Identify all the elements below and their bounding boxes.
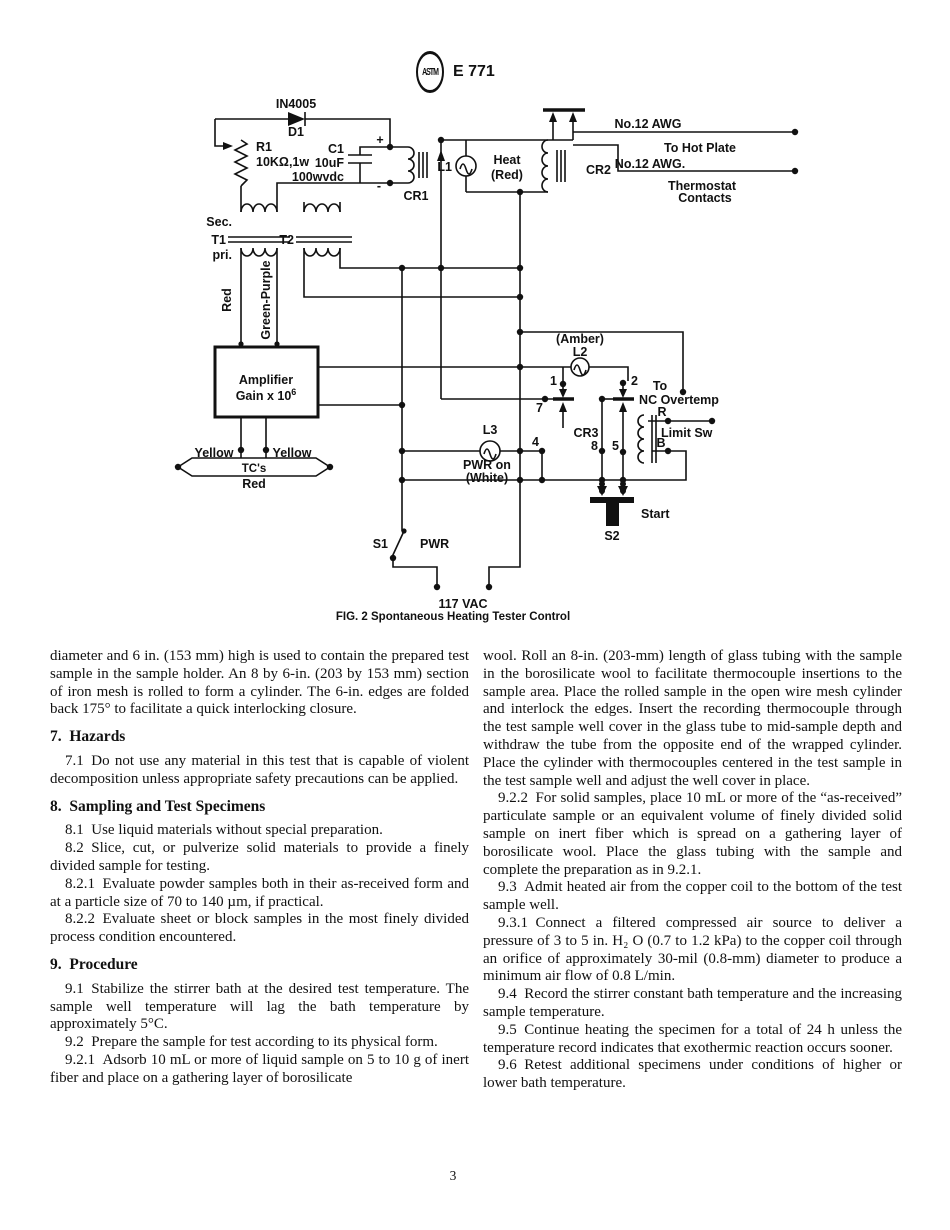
paragraph: 8.2 Slice, cut, or pulverize solid mater…: [50, 840, 469, 874]
label-pin2: 2: [631, 374, 638, 388]
plug-contact-bar: [543, 108, 585, 122]
label-amplifier: Amplifier: [239, 373, 293, 387]
section-heading-procedure: 9. Procedure: [50, 955, 138, 973]
relay-coil-cr1: [407, 146, 428, 184]
label-amber: (Amber): [556, 332, 604, 346]
label-nc-overtemp: NC Overtemp: [639, 393, 719, 407]
label-minus: -: [377, 179, 381, 193]
paragraph: 9.4 Record the stirrer constant bath tem…: [483, 986, 902, 1020]
label-amplifier-gain: Gain x 106: [236, 387, 297, 403]
paragraph: wool. Roll an 8-in. (203-mm) length of g…: [483, 648, 902, 789]
label-heat: Heat: [493, 153, 521, 167]
label-cr2: CR2: [586, 163, 611, 177]
paragraph: 8.2.2 Evaluate sheet or block samples in…: [50, 911, 469, 946]
label-yellow-left: Yellow: [195, 446, 234, 460]
label-start: Start: [641, 507, 670, 521]
lamp-l3: [479, 440, 501, 462]
label-awg-top: No.12 AWG: [615, 117, 682, 131]
label-to-hot-plate: To Hot Plate: [664, 141, 736, 155]
label-t2: T2: [279, 233, 294, 247]
paragraph: 9.6 Retest additional specimens under co…: [483, 1057, 902, 1092]
paragraph: 9.3 Admit heated air from the copper coi…: [483, 879, 902, 914]
astm-logo-icon: ASTM: [416, 51, 444, 93]
junction-dots: [174, 128, 799, 591]
label-pwr-white: (White): [466, 471, 508, 485]
label-pwr: PWR: [420, 537, 449, 551]
label-yellow-right: Yellow: [273, 446, 312, 460]
label-b-lead: B: [656, 436, 665, 450]
section-heading-hazards: 7. Hazards: [50, 728, 126, 746]
label-pri: pri.: [213, 248, 232, 262]
paragraph: 8.1 Use liquid materials without special…: [65, 822, 383, 839]
label-plus: +: [376, 133, 383, 147]
paragraph: 9.2.2 For solid samples, place 10 mL or …: [483, 790, 902, 878]
left-column: diameter and 6 in. (153 mm) high is used…: [50, 648, 469, 1088]
label-limit-sw: Limit Sw: [661, 426, 713, 440]
label-r1: R1: [256, 140, 272, 154]
label-pwr-on: PWR on: [463, 458, 511, 472]
paragraph: 7.1 Do not use any material in this test…: [50, 752, 469, 787]
label-c1-uf: 10uF: [315, 156, 345, 170]
label-sec: Sec.: [206, 215, 232, 229]
label-thermostat: Thermostat: [668, 179, 737, 193]
limit-switch-coil: [637, 414, 645, 464]
label-s1: S1: [373, 537, 388, 551]
label-cr1: CR1: [403, 189, 428, 203]
label-tcs-red: Red: [242, 477, 266, 491]
label-to: To: [653, 379, 668, 393]
label-red-wire: Red: [220, 288, 234, 312]
paragraph: 9.3.1 Connect a filtered compressed air …: [483, 914, 902, 985]
start-button-s2: [590, 486, 634, 526]
label-contacts: Contacts: [678, 191, 732, 205]
transformer-t2: [296, 203, 352, 257]
label-heat-red: (Red): [491, 168, 523, 182]
relay-coil-cr2: [541, 139, 566, 193]
label-r-lead: R: [657, 405, 666, 419]
paragraph: 9.1 Stabilize the stirrer bath at the de…: [50, 980, 469, 1033]
label-d1: D1: [288, 125, 304, 139]
label-in4005: IN4005: [276, 97, 316, 111]
label-cr3: CR3: [573, 426, 598, 440]
lamp-l1: [455, 155, 477, 177]
label-pin5: 5: [612, 439, 619, 453]
label-green-purple-wire: Green-Purple: [259, 260, 273, 339]
label-l2: L2: [573, 345, 588, 359]
paragraph: 9.5 Continue heating the specimen for a …: [483, 1021, 902, 1056]
figure-caption: FIG. 2 Spontaneous Heating Tester Contro…: [335, 611, 571, 623]
transformer-t1: [228, 203, 290, 257]
page-header: ASTM E 771: [416, 51, 495, 93]
label-pin4: 4: [532, 435, 539, 449]
label-s2: S2: [604, 529, 619, 543]
label-pin8: 8: [591, 439, 598, 453]
relay-cr3-contacts: [437, 150, 627, 412]
paragraph: diameter and 6 in. (153 mm) high is used…: [50, 648, 469, 718]
label-r1-value: 10KΩ,1w: [256, 155, 309, 169]
figure-2-circuit-diagram: IN4005 D1 R1 10KΩ,1w C1 10uF 100wvdc + -…: [0, 95, 950, 612]
section-heading-sampling: 8. Sampling and Test Specimens: [50, 797, 266, 815]
label-pin7: 7: [536, 401, 543, 415]
label-pin1: 1: [550, 374, 557, 388]
label-c1-wvdc: 100wvdc: [292, 170, 344, 184]
paragraph: 9.2.1 Adsorb 10 mL or more of liquid sam…: [50, 1051, 469, 1086]
paragraph: 9.2 Prepare the sample for test accordin…: [65, 1034, 438, 1051]
right-column: wool. Roll an 8-in. (203-mm) length of g…: [483, 648, 902, 1093]
diode-d1-symbol: [288, 112, 306, 126]
paragraph: 8.2.1 Evaluate powder samples both in th…: [50, 875, 469, 910]
resistor-r1-symbol: [223, 139, 249, 187]
lamp-l2: [570, 357, 590, 377]
page-number: 3: [449, 1168, 457, 1183]
label-t1: T1: [211, 233, 226, 247]
label-c1: C1: [328, 142, 344, 156]
label-l1: L1: [437, 160, 452, 174]
label-tcs: TC's: [242, 463, 266, 475]
label-l3: L3: [483, 423, 498, 437]
standard-designation: E 771: [453, 63, 495, 80]
label-117-vac: 117 VAC: [438, 597, 487, 611]
label-awg-bottom: No.12 AWG.: [615, 157, 685, 171]
